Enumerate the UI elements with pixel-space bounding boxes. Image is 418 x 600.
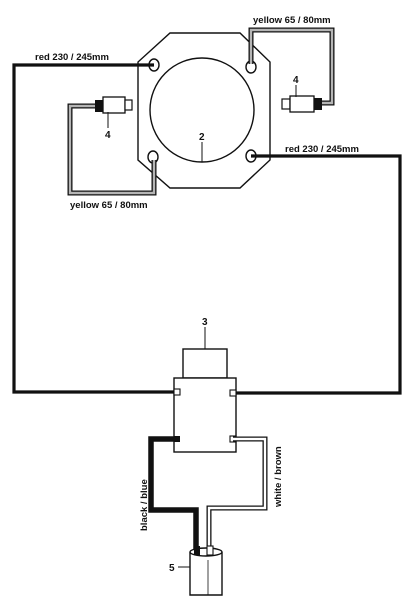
label-yellow-bottom-left: yellow 65 / 80mm [70, 200, 148, 211]
label-red-top-left: red 230 / 245mm [35, 52, 109, 63]
label-black-blue: black / blue [139, 479, 150, 531]
black-blue-wire [148, 436, 199, 555]
red-wire-right [236, 154, 402, 395]
callout-2: 2 [199, 132, 205, 143]
connector-left [95, 96, 133, 114]
red-wire-left [12, 63, 174, 394]
callout-5: 5 [169, 563, 175, 574]
mounting-plate [137, 32, 271, 189]
callout-3: 3 [202, 317, 208, 328]
label-yellow-top-right: yellow 65 / 80mm [253, 15, 331, 26]
yellow-wire-top-right [248, 27, 335, 106]
switch-body [173, 348, 237, 453]
label-white-brown: white / brown [273, 446, 284, 508]
label-red-right: red 230 / 245mm [285, 144, 359, 155]
callout-4-right: 4 [293, 75, 299, 86]
callout-4-left: 4 [105, 130, 111, 141]
connector-right [281, 95, 322, 113]
cable [189, 545, 223, 596]
yellow-wire-bottom-left [67, 103, 157, 196]
white-brown-wire [206, 436, 268, 555]
